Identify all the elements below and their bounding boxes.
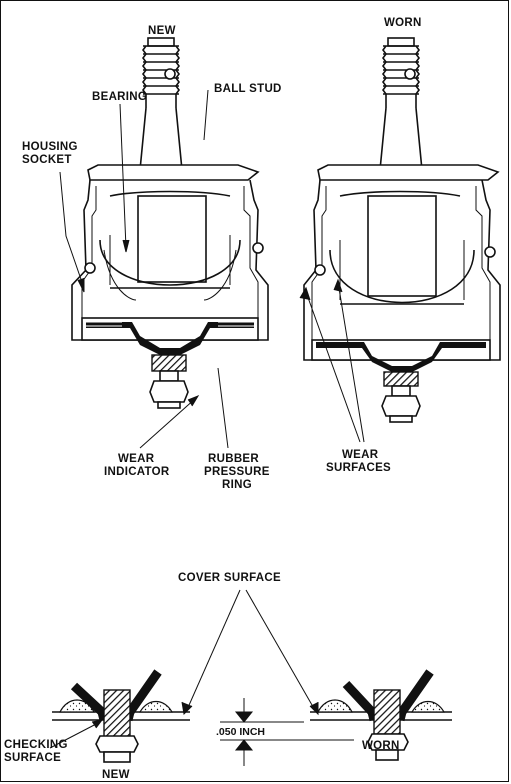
checking-label: CHECKING bbox=[4, 739, 68, 751]
wear-surfaces-label-1: WEAR bbox=[342, 449, 379, 461]
surface-label: SURFACE bbox=[4, 752, 61, 764]
new-rubber-ring bbox=[86, 322, 254, 355]
worn-stud-body bbox=[367, 195, 437, 297]
cover-surface-detail bbox=[49, 589, 452, 766]
wear-indicator-label-2: INDICATOR bbox=[104, 466, 170, 478]
worn-top-label: WORN bbox=[384, 17, 422, 29]
top-leaders bbox=[59, 89, 365, 449]
new-top-label: NEW bbox=[148, 25, 176, 37]
new-ball-joint bbox=[71, 37, 269, 409]
new-stud-taper bbox=[139, 107, 183, 171]
pressure-label: PRESSURE bbox=[204, 466, 270, 478]
new-stud-threads bbox=[142, 37, 180, 108]
wear-surfaces-label-2: SURFACES bbox=[326, 462, 391, 474]
worn-stud-threads bbox=[382, 37, 420, 108]
new-bottom-label: NEW bbox=[102, 769, 130, 781]
new-top-plate bbox=[87, 164, 260, 181]
worn-bottom-label: WORN bbox=[362, 740, 400, 752]
ball-stud-label: BALL STUD bbox=[214, 83, 282, 95]
ring-label: RING bbox=[222, 479, 252, 491]
housing-label: HOUSING bbox=[22, 141, 78, 153]
bearing-label: BEARING bbox=[92, 91, 147, 103]
rubber-label: RUBBER bbox=[208, 453, 259, 465]
new-wear-indicator bbox=[151, 354, 187, 372]
cover-surface-label: COVER SURFACE bbox=[178, 572, 281, 584]
new-stud-body bbox=[137, 195, 207, 283]
socket-label: SOCKET bbox=[22, 154, 72, 166]
gap-dimension-label: .050 INCH bbox=[216, 726, 265, 738]
worn-ball-joint bbox=[303, 37, 501, 423]
wear-indicator-label-1: WEAR bbox=[118, 453, 155, 465]
